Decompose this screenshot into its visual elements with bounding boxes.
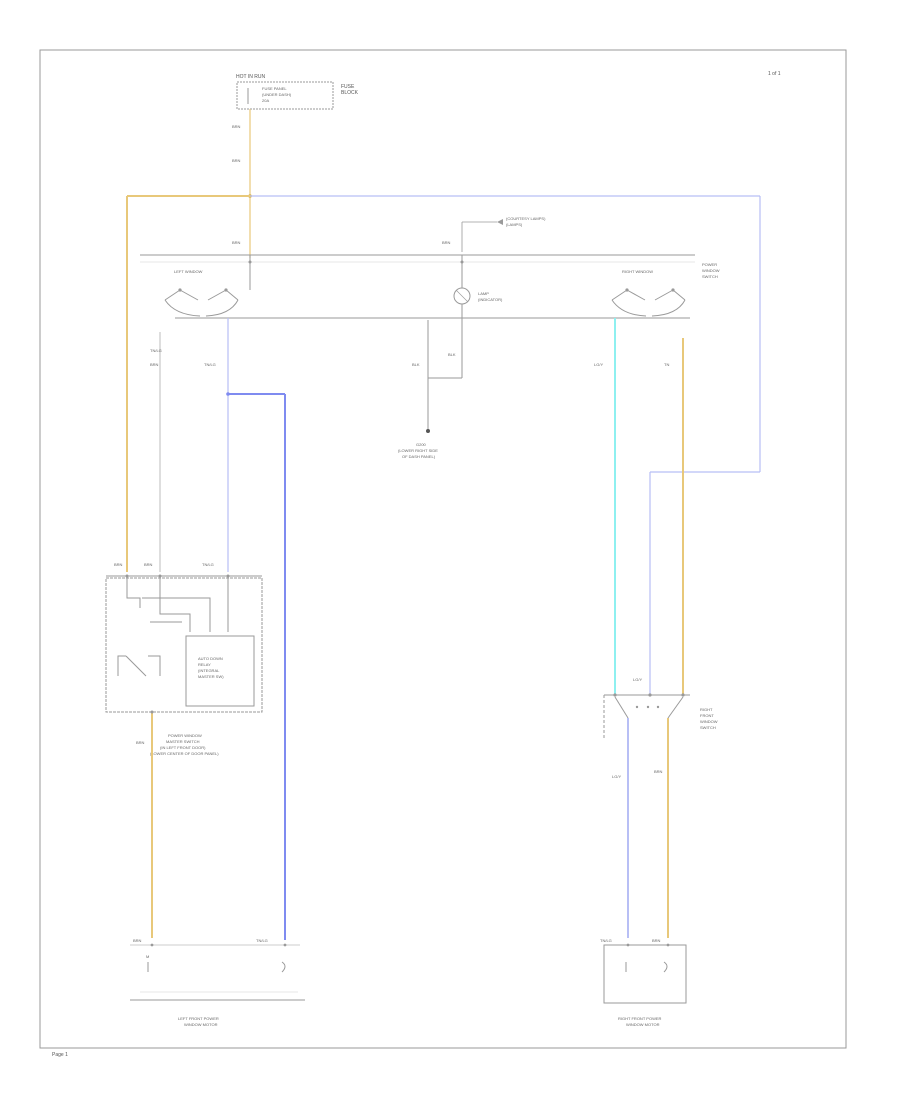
- left-switch-label: LEFT WINDOW: [174, 269, 203, 274]
- fuse-body-3: 20A: [262, 98, 269, 103]
- master-title-2: MASTER SWITCH: [166, 739, 200, 744]
- relay-label-1: AUTO DOWN: [198, 656, 223, 661]
- wire-code-lamp: BLK: [448, 352, 456, 357]
- wire-code-master-out: BRN: [136, 740, 145, 745]
- wire-code-master-in3: TN/LG: [202, 562, 214, 567]
- diagram-border: [39, 49, 847, 1049]
- wire-code-feed-mid: BRN: [232, 158, 241, 163]
- wire-code-bus-center: BRN: [442, 240, 451, 245]
- right-door-switch: LG/Y RIGHT FRONT WINDOW SWITCH LG/Y BRN: [603, 677, 718, 779]
- right-motor-label-2: WINDOW MOTOR: [626, 1022, 660, 1027]
- right-door-sw-2: FRONT: [700, 713, 714, 718]
- master-title-3: (IN LEFT FRONT DOOR): [160, 745, 206, 750]
- wire-code-left-out3: BRN: [150, 362, 159, 367]
- right-switch-label: RIGHT WINDOW: [622, 269, 653, 274]
- left-motor-pin: M: [146, 954, 149, 959]
- master-title-1: POWER WINDOW: [168, 733, 202, 738]
- lamp-label-2: (INDICATOR): [478, 297, 503, 302]
- left-window-switch: LEFT WINDOW: [164, 255, 252, 317]
- wire-code-right-out2: TN: [664, 362, 669, 367]
- right-motor-label-1: RIGHT FRONT POWER: [618, 1016, 662, 1021]
- wire-code-left-out2: TN/LG: [204, 362, 216, 367]
- wire-code-left-out1: TN/LG: [150, 348, 162, 353]
- right-window-motor: TN/LG BRN RIGHT FRONT POWER WINDOW MOTOR: [600, 938, 687, 1027]
- right-door-sw-4: SWITCH: [700, 725, 716, 730]
- wire-code-left-motor-a: BRN: [133, 938, 142, 943]
- right-door-sw-1: RIGHT: [700, 707, 713, 712]
- ground-label-2: (LOWER RIGHT SIDE: [398, 448, 438, 453]
- master-switch-box: [105, 577, 263, 713]
- wire-code-feed-top: BRN: [232, 124, 241, 129]
- switch-assy-3: SWITCH: [702, 274, 718, 279]
- wire-code-left-motor-b: TN/LG: [256, 938, 268, 943]
- wire-code-right-in1: LG/Y: [633, 677, 642, 682]
- wire-code-right-out-b: BRN: [654, 769, 663, 774]
- fuse-body-1: FUSE PANEL: [262, 86, 287, 91]
- fuse-box: [236, 81, 334, 110]
- wire-code-master-in1: BRN: [114, 562, 123, 567]
- fuse-header: HOT IN RUN: [236, 74, 265, 80]
- master-switch: BRN BRN TN/LG AUTO DOWN RELAY (INTEGRAL …: [105, 562, 263, 756]
- wire-code-right-out1: LG/Y: [594, 362, 603, 367]
- master-title-4: (LOWER CENTER OF DOOR PANEL): [150, 751, 219, 756]
- auto-down-relay-box: [185, 635, 255, 707]
- page-id: 1 of 1: [768, 71, 781, 77]
- relay-label-3: (INTEGRAL: [198, 668, 220, 673]
- relay-label-2: RELAY: [198, 662, 211, 667]
- page-footer: Page 1: [52, 1052, 68, 1058]
- left-motor-label-1: LEFT FRONT POWER: [178, 1016, 219, 1021]
- left-motor-label-2: WINDOW MOTOR: [184, 1022, 218, 1027]
- wire-code-master-in2: BRN: [144, 562, 153, 567]
- illum-note-2: (LAMPS): [506, 222, 523, 227]
- lamp-label-1: LAMP: [478, 291, 489, 296]
- feed-wire: BRN BRN: [232, 109, 252, 258]
- switch-assy-2: WINDOW: [702, 268, 720, 273]
- fuse-label-1: FUSE: [341, 84, 355, 90]
- wire-code-ground: BLK: [412, 362, 420, 367]
- ground-icon: [426, 429, 430, 433]
- wire-code-right-out-a: LG/Y: [612, 774, 621, 779]
- switch-assy-1: POWER: [702, 262, 717, 267]
- ground-label-3: OF DASH PANEL): [402, 454, 436, 459]
- right-motor-box: [603, 944, 687, 1004]
- illum-note-1: (COURTESY LAMPS): [506, 216, 546, 221]
- wire-code-right-motor-a: TN/LG: [600, 938, 612, 943]
- wire-code-bus-left: BRN: [232, 240, 241, 245]
- ground-label-1: G200: [416, 442, 427, 447]
- wire-code-right-motor-b: BRN: [652, 938, 661, 943]
- left-window-motor: BRN TN/LG M LEFT FRONT POWER WINDOW MOTO…: [130, 938, 305, 1027]
- relay-label-4: MASTER SW): [198, 674, 224, 679]
- fuse-label-2: BLOCK: [341, 90, 359, 96]
- right-door-sw-3: WINDOW: [700, 719, 718, 724]
- fuse-body-2: (UNDER DASH): [262, 92, 292, 97]
- right-window-switch: RIGHT WINDOW: [611, 269, 686, 317]
- fuse-block: HOT IN RUN FUSE PANEL (UNDER DASH) 20A F…: [236, 74, 359, 110]
- indicator-lamp: LAMP (INDICATOR) BLK BLK G200 (LOWER RIG…: [398, 255, 503, 459]
